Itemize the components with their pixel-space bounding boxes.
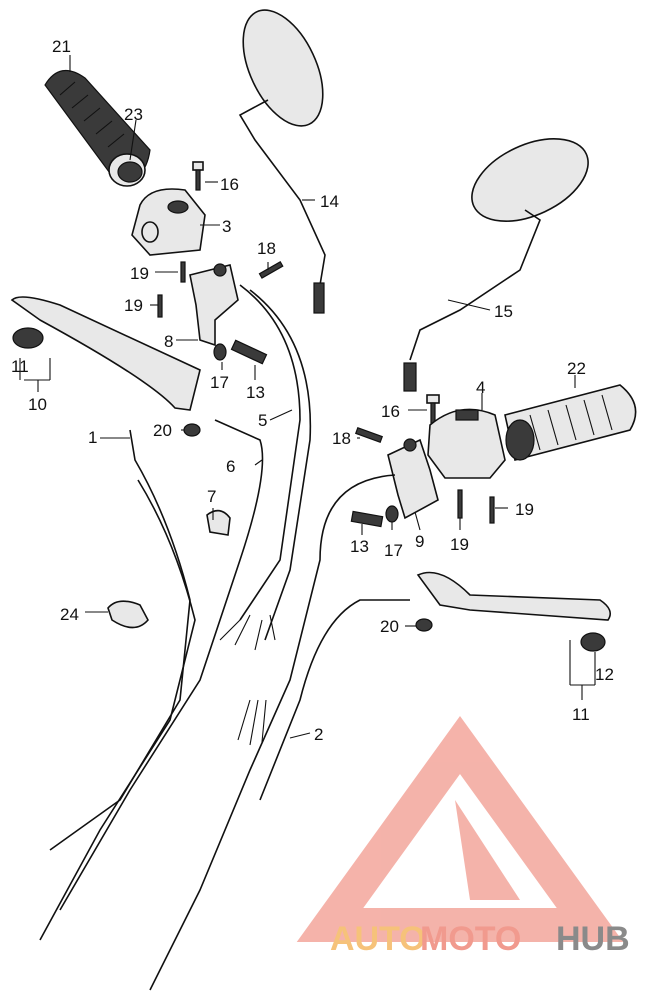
part-4-right-switch (427, 408, 506, 479)
part-23-grip-end (117, 161, 143, 183)
part-19-screw-a (180, 261, 186, 283)
callout-12: 11 (11, 357, 29, 376)
part-17-nut-left (213, 343, 227, 361)
callout-1: 1 (88, 428, 97, 447)
part-20-nut-left (183, 423, 201, 437)
callout-19: 19 (130, 264, 149, 283)
part-13-adjuster-left (230, 339, 268, 365)
part-22-throttle-grip (504, 384, 637, 461)
watermark-moto: MOTO (420, 920, 521, 958)
callout-20: 20 (380, 617, 399, 636)
callout-13: 13 (246, 383, 265, 402)
callout-20: 20 (153, 421, 172, 440)
callout-4: 4 (476, 378, 485, 397)
callout-5: 5 (258, 411, 267, 430)
part-16-screw-left (192, 161, 204, 191)
part-9-right-bracket (387, 438, 439, 520)
callout-2: 2 (314, 725, 323, 744)
callout-11: 11 (572, 705, 590, 724)
part-19-screw-c (457, 489, 463, 519)
watermark-auto: AUTO (330, 920, 426, 958)
callout-21: 21 (52, 37, 71, 56)
callout-13: 13 (350, 537, 369, 556)
callout-18: 18 (257, 239, 276, 258)
callout-19: 19 (450, 535, 469, 554)
part-5-switch-harness-left (219, 284, 312, 651)
callout-10: 10 (28, 395, 47, 414)
part-10-clutch-lever (10, 296, 201, 411)
callout-7: 7 (207, 487, 216, 506)
part-3-left-switch (131, 188, 206, 256)
callout-18: 18 (332, 429, 351, 448)
part-19-screw-d (489, 496, 495, 524)
part-15-right-mirror (403, 138, 589, 392)
part-2-brake-switch-harness (149, 474, 410, 991)
part-7-cable-clamp (206, 509, 231, 536)
callout-8: 8 (164, 332, 173, 351)
callout-17: 17 (210, 373, 229, 392)
callout-24: 24 (60, 605, 79, 624)
part-24-band (107, 600, 149, 629)
callout-6: 6 (226, 457, 235, 476)
watermark-hub: HUB (556, 920, 630, 958)
leader-lines (19, 55, 596, 739)
callout-3: 3 (222, 217, 231, 236)
part-8-left-bracket (189, 263, 239, 347)
part-18-screw-right (354, 426, 384, 444)
callout-22: 22 (567, 359, 586, 378)
part-19-screw-b (157, 294, 163, 318)
callout-16: 16 (220, 175, 239, 194)
callout-14: 14 (320, 192, 339, 211)
part-1-throttle-cable (39, 429, 196, 941)
callout-labels: 21 23 16 3 18 19 19 8 11 17 13 10 5 20 1… (11, 37, 614, 744)
callout-9: 9 (415, 532, 424, 551)
part-13-adjuster-right (350, 510, 384, 528)
part-11-brake-lever (416, 571, 611, 621)
callout-17: 17 (384, 541, 403, 560)
callout-15: 15 (494, 302, 513, 321)
callout-12: 12 (595, 665, 614, 684)
callout-19: 19 (124, 296, 143, 315)
part-12-lever-cap-left (12, 327, 44, 349)
callout-19: 19 (515, 500, 534, 519)
part-17-nut-right (385, 505, 399, 523)
part-12-lever-cap-right (580, 632, 606, 652)
part-18-screw-left (258, 260, 284, 279)
part-14-left-mirror (238, 9, 326, 314)
part-6-clutch-cable (59, 419, 264, 911)
watermark-triangle-logo (296, 715, 624, 942)
part-20-nut-right (415, 618, 433, 632)
callout-16: 16 (381, 402, 400, 421)
callout-23: 23 (124, 105, 143, 124)
watermark-text: AUTO MOTO HUB (330, 920, 630, 958)
